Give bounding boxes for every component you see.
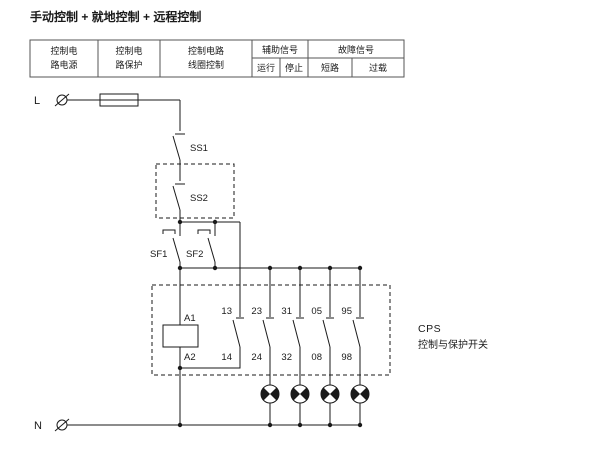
cps-label-group: CPS 控制与保护开关 — [418, 323, 488, 351]
junction-dot — [267, 422, 273, 428]
short-lamp-sector — [320, 387, 330, 401]
stop-lamp-sector — [290, 387, 300, 401]
sf1-label: SF1 — [150, 249, 167, 260]
ss2-enclosure — [155, 163, 235, 219]
contact-98-number: 98 — [341, 352, 352, 363]
contact-95-number: 95 — [341, 306, 352, 317]
switch-ss2: SS2 — [155, 163, 235, 222]
switch-ss1: SS1 — [172, 133, 208, 181]
table-aux-stop: 停止 — [285, 62, 303, 73]
overload-lamp-sector — [350, 387, 360, 401]
table-col-power-line2: 路电源 — [50, 59, 77, 70]
n-terminal-slash — [54, 418, 70, 432]
table-col-coil-line1: 控制电路 — [188, 45, 224, 56]
contact-05-number: 05 — [311, 306, 322, 317]
signal-column-stop: 31 32 — [281, 268, 310, 425]
ss1-label: SS1 — [190, 143, 208, 154]
table-col-protect-line1: 控制电 — [115, 45, 142, 56]
coil-a2-label: A2 — [184, 352, 196, 363]
overload-lamp-sector — [360, 387, 370, 401]
diagram-title: 手动控制 + 就地控制 + 远程控制 — [30, 9, 201, 24]
junction-dot — [177, 219, 183, 225]
contact-13-number: 13 — [221, 306, 232, 317]
junction-dots — [177, 219, 363, 428]
junction-dot — [212, 219, 218, 225]
junction-dot — [267, 265, 273, 271]
cps-enclosure — [151, 284, 391, 376]
junction-dot — [177, 365, 183, 371]
junction-dot — [297, 422, 303, 428]
junction-dot — [212, 265, 218, 271]
signal-column-run: 23 24 — [251, 268, 280, 425]
sf2-label: SF2 — [186, 249, 203, 260]
l-label: L — [34, 95, 40, 107]
ss2-blade — [172, 185, 181, 211]
table-aux-run: 运行 — [257, 62, 275, 73]
contact-23-number: 23 — [251, 306, 262, 317]
button-sf2: SF2 — [186, 222, 216, 268]
coil-icon — [162, 324, 199, 348]
run-lamp-sector — [260, 387, 270, 401]
junction-dot — [177, 422, 183, 428]
table-fault-header: 故障信号 — [338, 44, 374, 55]
signal-column-overload: 95 98 — [341, 268, 370, 425]
button-sf1: SF1 — [150, 222, 181, 268]
n-label: N — [34, 420, 42, 432]
contact-31-number: 31 — [281, 306, 292, 317]
contact05-blade — [322, 319, 331, 348]
short-lamp-sector — [330, 387, 340, 401]
contact14-return-wire — [180, 347, 241, 369]
sf1-actuator-icon — [162, 229, 176, 234]
contact-24-number: 24 — [251, 352, 262, 363]
contact-08-number: 08 — [311, 352, 322, 363]
neutral-line-n: N — [34, 418, 360, 432]
contact31-blade — [292, 319, 301, 348]
junction-dot — [327, 265, 333, 271]
table-col-coil-line2: 线圈控制 — [188, 59, 224, 70]
contact23-blade — [262, 319, 271, 348]
stop-lamp-sector — [300, 387, 310, 401]
table-fault-short: 短路 — [321, 62, 339, 73]
sf2-blade — [207, 237, 216, 263]
run-lamp-sector — [270, 387, 280, 401]
contact-32-number: 32 — [281, 352, 292, 363]
signal-table: 控制电 路电源 控制电 路保护 控制电路 线圈控制 辅助信号 运行 停止 故障信… — [29, 39, 405, 78]
seal-in-contact: 13 14 — [180, 222, 244, 369]
sf2-actuator-icon — [197, 229, 211, 234]
junction-dot — [357, 265, 363, 271]
cps-label: CPS — [418, 323, 441, 335]
cps-description: 控制与保护开关 — [418, 338, 488, 351]
table-fault-overload: 过载 — [369, 62, 387, 73]
sf1-blade — [172, 237, 181, 263]
fuse-icon — [99, 93, 139, 107]
contactor-coil: A1 A2 — [162, 268, 199, 425]
table-col-protect-line2: 路保护 — [115, 59, 142, 70]
junction-dot — [297, 265, 303, 271]
junction-dot — [327, 422, 333, 428]
contact13-blade — [232, 319, 241, 348]
table-aux-header: 辅助信号 — [262, 44, 298, 55]
signal-column-short-circuit: 05 08 — [311, 268, 340, 425]
contact-14-number: 14 — [221, 352, 232, 363]
junction-dot — [177, 265, 183, 271]
junction-dot — [357, 422, 363, 428]
phase-line-l: L — [34, 93, 181, 131]
ss1-blade — [172, 135, 181, 161]
table-col-power-line1: 控制电 — [50, 45, 77, 56]
l-terminal-slash — [54, 93, 70, 107]
contact95-blade — [352, 319, 361, 348]
ss2-label: SS2 — [190, 193, 208, 204]
coil-a1-label: A1 — [184, 313, 196, 324]
